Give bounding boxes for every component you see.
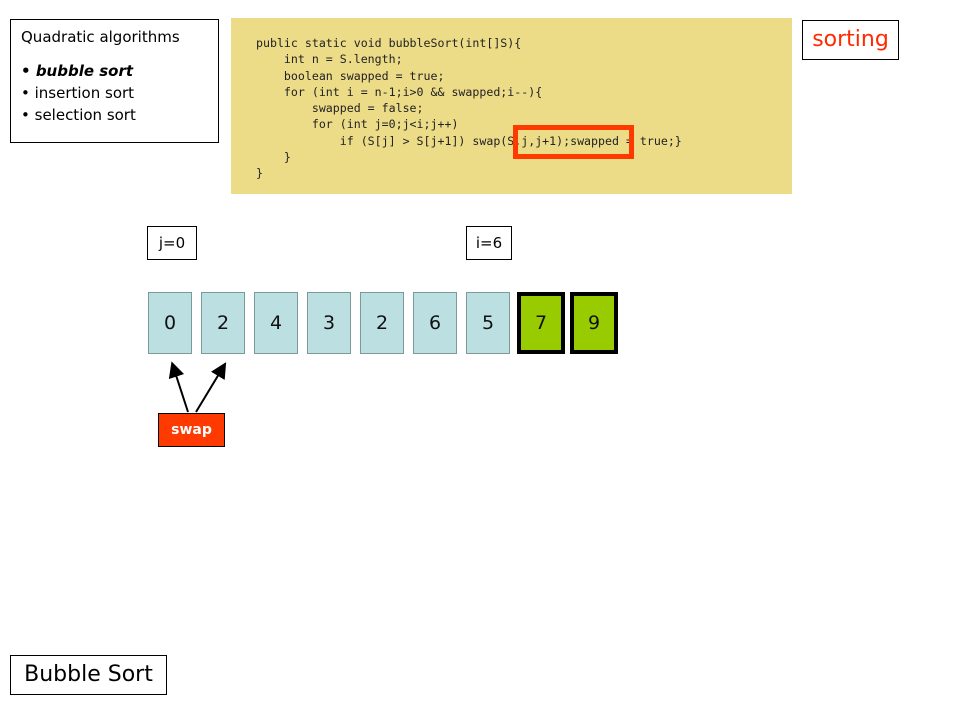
array-cell: 9 [570, 292, 618, 354]
array-cell: 3 [307, 292, 351, 354]
code-line: } [256, 166, 263, 181]
code-line: int n = S.length; [256, 52, 403, 67]
list-item-bubble-sort: bubble sort [21, 60, 208, 82]
code-line: swapped = false; [256, 101, 424, 116]
code-line: for (int j=0;j<i;j++) [256, 117, 459, 132]
code-line: for (int i = n-1;i>0 && swapped;i--){ [256, 84, 543, 99]
algorithms-heading: Quadratic algorithms [21, 28, 180, 46]
array-cell: 4 [254, 292, 298, 354]
list-item-insertion-sort: insertion sort [21, 82, 208, 104]
algorithms-panel: Quadratic algorithms bubble sort inserti… [10, 19, 219, 143]
code-line: } [256, 150, 291, 165]
code-line: boolean swapped = true; [256, 68, 445, 83]
swap-arrows [168, 361, 227, 413]
array-cell: 2 [360, 292, 404, 354]
array-cell: 7 [517, 292, 565, 354]
swap-label: swap [158, 413, 225, 447]
array-cell: 5 [466, 292, 510, 354]
array-cell: 2 [201, 292, 245, 354]
i-index-label: i=6 [466, 226, 512, 260]
code-line: public static void bubbleSort(int[]S){ [256, 36, 522, 50]
code-block: public static void bubbleSort(int[]S){ i… [256, 35, 682, 182]
topic-label: sorting [802, 20, 899, 60]
array-cell: 6 [413, 292, 457, 354]
code-panel: public static void bubbleSort(int[]S){ i… [231, 18, 792, 194]
arrow-left [168, 361, 189, 413]
code-line: if (S[j] > S[j+1]) swap(S,j,j+1);swapped… [256, 133, 682, 148]
array-cell: 0 [148, 292, 192, 354]
algorithms-list: bubble sort insertion sort selection sor… [21, 60, 208, 126]
arrow-right [195, 362, 227, 413]
swap-call-highlight [513, 125, 634, 159]
list-item-selection-sort: selection sort [21, 104, 208, 126]
slide-title: Bubble Sort [10, 655, 167, 695]
j-index-label: j=0 [147, 226, 197, 260]
